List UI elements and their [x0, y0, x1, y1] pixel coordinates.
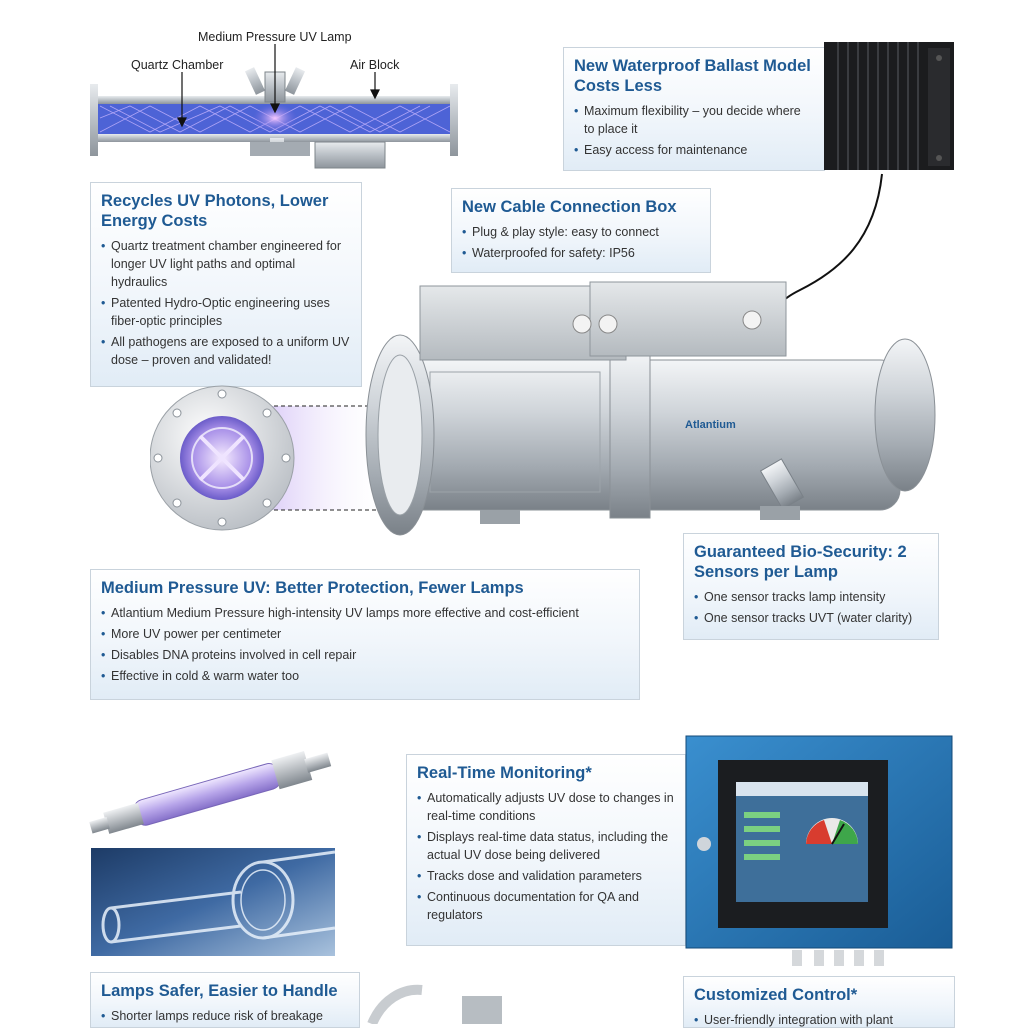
ballast-title: New Waterproof Ballast Model Costs Less — [574, 57, 811, 95]
monitoring-item: Tracks dose and validation parameters — [417, 867, 675, 885]
reactor-brand: Atlantium — [685, 419, 736, 431]
recycles-callout: Recycles UV Photons, Lower Energy Costs … — [90, 182, 362, 387]
cable-callout: New Cable Connection Box Plug & play sty… — [451, 188, 711, 273]
control-title: Customized Control* — [694, 986, 858, 1004]
monitoring-item: Displays real-time data status, includin… — [417, 828, 675, 864]
monitoring-item: Continuous documentation for QA and regu… — [417, 888, 675, 924]
chamber-diagram: Medium Pressure UV Lamp Quartz Chamber A… — [90, 28, 460, 178]
biosecurity-item: One sensor tracks lamp intensity — [694, 588, 928, 606]
uv-lamp-image — [89, 751, 332, 834]
uv-reactor-image: Atlantium — [365, 281, 936, 536]
recycles-item: Quartz treatment chamber engineered for … — [101, 237, 351, 291]
medium-item: Disables DNA proteins involved in cell r… — [101, 646, 629, 664]
control-item: User-friendly integration with plant — [694, 1011, 944, 1029]
biosecurity-item: One sensor tracks UVT (water clarity) — [694, 609, 928, 627]
chamber-diagram-drawing — [90, 44, 458, 169]
recycles-item: All pathogens are exposed to a uniform U… — [101, 333, 351, 369]
medium-title: Medium Pressure UV: Better Protection, F… — [101, 579, 524, 597]
ballast-unit-image — [824, 42, 954, 170]
quartz-label: Quartz Chamber — [131, 58, 224, 72]
ballast-item: Easy access for maintenance — [574, 141, 814, 159]
lamps-callout: Lamps Safer, Easier to Handle Shorter la… — [90, 972, 360, 1028]
monitoring-title: Real-Time Monitoring* — [417, 764, 592, 782]
flange-cross-section-image — [150, 385, 390, 531]
ballast-cable — [780, 173, 883, 329]
ballast-callout: New Waterproof Ballast Model Costs Less … — [563, 47, 825, 171]
cable-item: Waterproofed for safety: IP56 — [462, 244, 700, 262]
medium-item: More UV power per centimeter — [101, 625, 629, 643]
cable-title: New Cable Connection Box — [462, 198, 677, 216]
lamps-item: Shorter lamps reduce risk of breakage — [101, 1007, 349, 1025]
medium-item: Atlantium Medium Pressure high-intensity… — [101, 604, 629, 622]
medium-pressure-callout: Medium Pressure UV: Better Protection, F… — [90, 569, 640, 700]
biosecurity-callout: Guaranteed Bio-Security: 2 Sensors per L… — [683, 533, 939, 640]
biosecurity-title: Guaranteed Bio-Security: 2 Sensors per L… — [694, 543, 907, 581]
recycles-item: Patented Hydro-Optic engineering uses fi… — [101, 294, 351, 330]
control-callout: Customized Control* User-friendly integr… — [683, 976, 955, 1029]
quartz-sleeves-image — [91, 848, 335, 956]
lamp-label: Medium Pressure UV Lamp — [198, 30, 352, 44]
recycles-title: Recycles UV Photons, Lower Energy Costs — [101, 192, 329, 230]
lamps-title: Lamps Safer, Easier to Handle — [101, 982, 338, 1000]
control-panel-image — [685, 735, 953, 966]
medium-item: Effective in cold & warm water too — [101, 667, 629, 685]
monitoring-item: Automatically adjusts UV dose to changes… — [417, 789, 675, 825]
ballast-item: Maximum flexibility – you decide where t… — [574, 102, 814, 138]
monitoring-callout: Real-Time Monitoring* Automatically adju… — [406, 754, 686, 946]
cable-item: Plug & play style: easy to connect — [462, 223, 700, 241]
airblock-label: Air Block — [350, 58, 400, 72]
lamp-handling-image — [367, 984, 502, 1024]
